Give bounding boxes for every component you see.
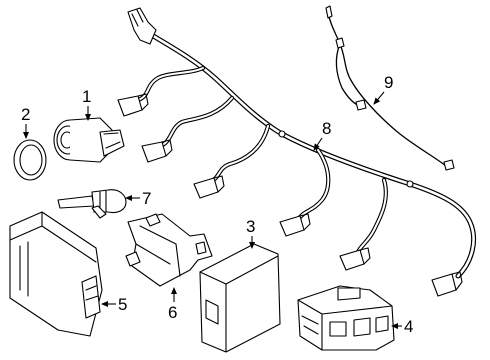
bulb-part-7 bbox=[57, 189, 127, 219]
callout-label-3: 3 bbox=[246, 217, 255, 236]
callout-label-7: 7 bbox=[142, 189, 151, 208]
callout-5: 5 bbox=[101, 295, 127, 314]
module-part-3 bbox=[199, 243, 281, 353]
control-module-part-5 bbox=[9, 211, 103, 337]
callout-label-9: 9 bbox=[384, 73, 393, 92]
callout-label-4: 4 bbox=[404, 317, 413, 336]
callout-label-8: 8 bbox=[322, 119, 331, 138]
parking-sensor-part-1 bbox=[53, 117, 125, 163]
callout-7: 7 bbox=[125, 189, 151, 208]
connector-housing-part-4 bbox=[297, 285, 395, 351]
thin-wire-harness-part-9 bbox=[325, 5, 455, 171]
callout-label-2: 2 bbox=[21, 105, 30, 124]
wiring-harness-part-8 bbox=[117, 7, 476, 297]
callout-3: 3 bbox=[246, 217, 255, 249]
callout-label-5: 5 bbox=[118, 295, 127, 314]
seal-ring-part-2 bbox=[13, 139, 47, 181]
callout-6: 6 bbox=[168, 287, 177, 322]
callout-1: 1 bbox=[82, 87, 91, 121]
callout-8: 8 bbox=[313, 119, 331, 151]
callout-2: 2 bbox=[21, 105, 30, 139]
bracket-part-6 bbox=[125, 213, 213, 287]
callout-4: 4 bbox=[391, 317, 413, 336]
callout-9: 9 bbox=[373, 73, 393, 105]
callout-label-1: 1 bbox=[82, 87, 91, 106]
callout-label-6: 6 bbox=[168, 303, 177, 322]
